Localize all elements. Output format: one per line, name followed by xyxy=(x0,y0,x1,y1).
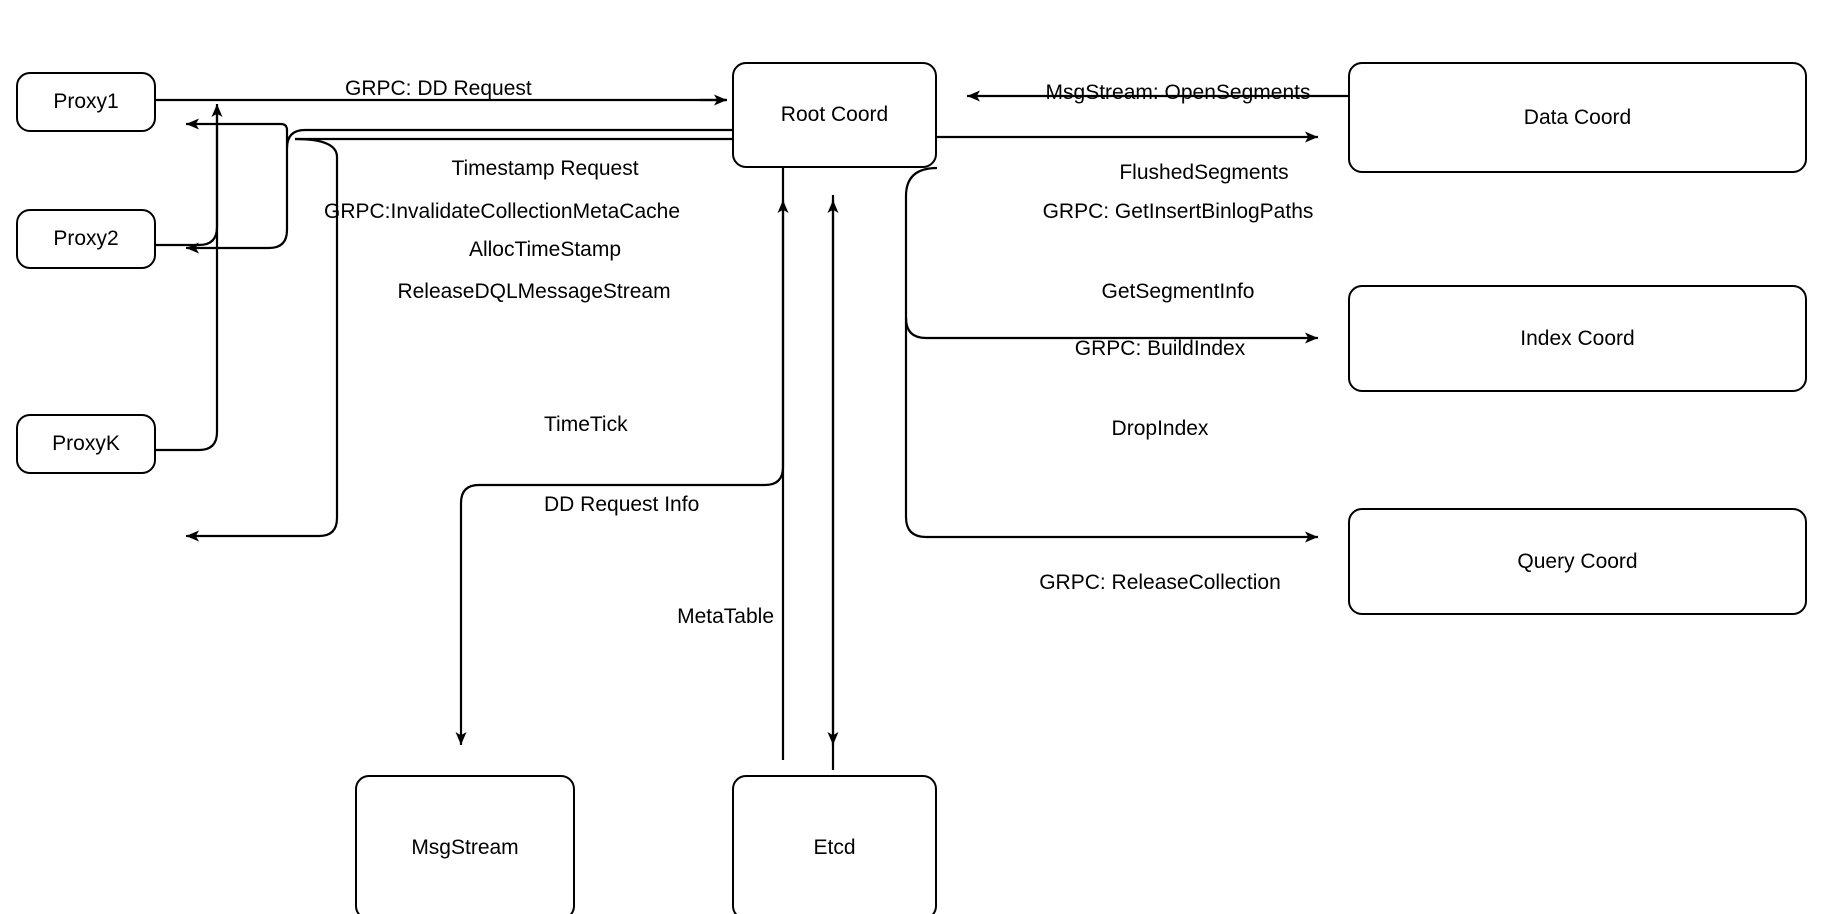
edge-label-root-to-index-line1: GRPC: BuildIndex xyxy=(1074,336,1246,360)
node-proxyk-label: ProxyK xyxy=(52,432,120,456)
node-root-coord[interactable]: Root Coord xyxy=(732,62,937,168)
node-proxy2[interactable]: Proxy2 xyxy=(16,209,156,269)
edge-label-root-to-proxy-line2: ReleaseDQLMessageStream xyxy=(397,280,671,304)
node-query-coord-label: Query Coord xyxy=(1517,549,1638,573)
edge-label-root-to-proxy-line1: GRPC:InvalidateCollectionMetaCache xyxy=(324,199,681,223)
node-index-coord[interactable]: Index Coord xyxy=(1348,285,1807,392)
wire-proxyk-to-trunk xyxy=(156,113,219,452)
node-proxy1[interactable]: Proxy1 xyxy=(16,72,156,132)
node-etcd-label: Etcd xyxy=(813,835,856,859)
node-etcd[interactable]: Etcd xyxy=(732,775,937,914)
edge-label-root-to-index-line2: DropIndex xyxy=(1111,417,1209,441)
edge-label-root-to-etcd-line1: MetaTable xyxy=(677,604,774,628)
edge-label-data-to-root-line1: MsgStream: OpenSegments xyxy=(1045,80,1311,104)
wire-proxy2-to-trunk xyxy=(156,113,219,247)
edge-label-root-to-etcd: MetaTable xyxy=(614,550,774,684)
node-msg-stream[interactable]: MsgStream xyxy=(355,775,575,914)
node-proxy1-label: Proxy1 xyxy=(53,90,119,114)
wire-rootcoord-to-proxy1 xyxy=(186,118,289,148)
edge-label-root-to-index: GRPC: BuildIndex DropIndex xyxy=(960,282,1360,497)
node-msg-stream-label: MsgStream xyxy=(411,835,519,859)
edge-label-root-to-query-line1: GRPC: ReleaseCollection xyxy=(1039,570,1281,594)
wire-rootcoord-outer-trunk xyxy=(186,137,339,542)
edge-label-root-to-proxy: GRPC:InvalidateCollectionMetaCache Relea… xyxy=(324,145,744,360)
node-data-coord[interactable]: Data Coord xyxy=(1348,62,1807,173)
edge-label-root-to-data-line1: GRPC: GetInsertBinlogPaths xyxy=(1042,199,1314,223)
edge-label-root-to-msgstream-line1: TimeTick xyxy=(544,412,628,436)
node-proxy2-label: Proxy2 xyxy=(53,227,119,251)
edge-label-root-to-msgstream: TimeTick DD Request Info xyxy=(544,358,844,573)
node-index-coord-label: Index Coord xyxy=(1520,326,1635,350)
node-proxyk[interactable]: ProxyK xyxy=(16,414,156,474)
edge-label-root-to-msgstream-line2: DD Request Info xyxy=(544,493,700,517)
node-data-coord-label: Data Coord xyxy=(1523,105,1632,129)
edge-label-root-to-query: GRPC: ReleaseCollection xyxy=(960,516,1360,650)
node-query-coord[interactable]: Query Coord xyxy=(1348,508,1807,615)
edge-label-proxy-to-root-line1: GRPC: DD Request xyxy=(345,76,532,100)
node-root-coord-label: Root Coord xyxy=(780,103,889,127)
